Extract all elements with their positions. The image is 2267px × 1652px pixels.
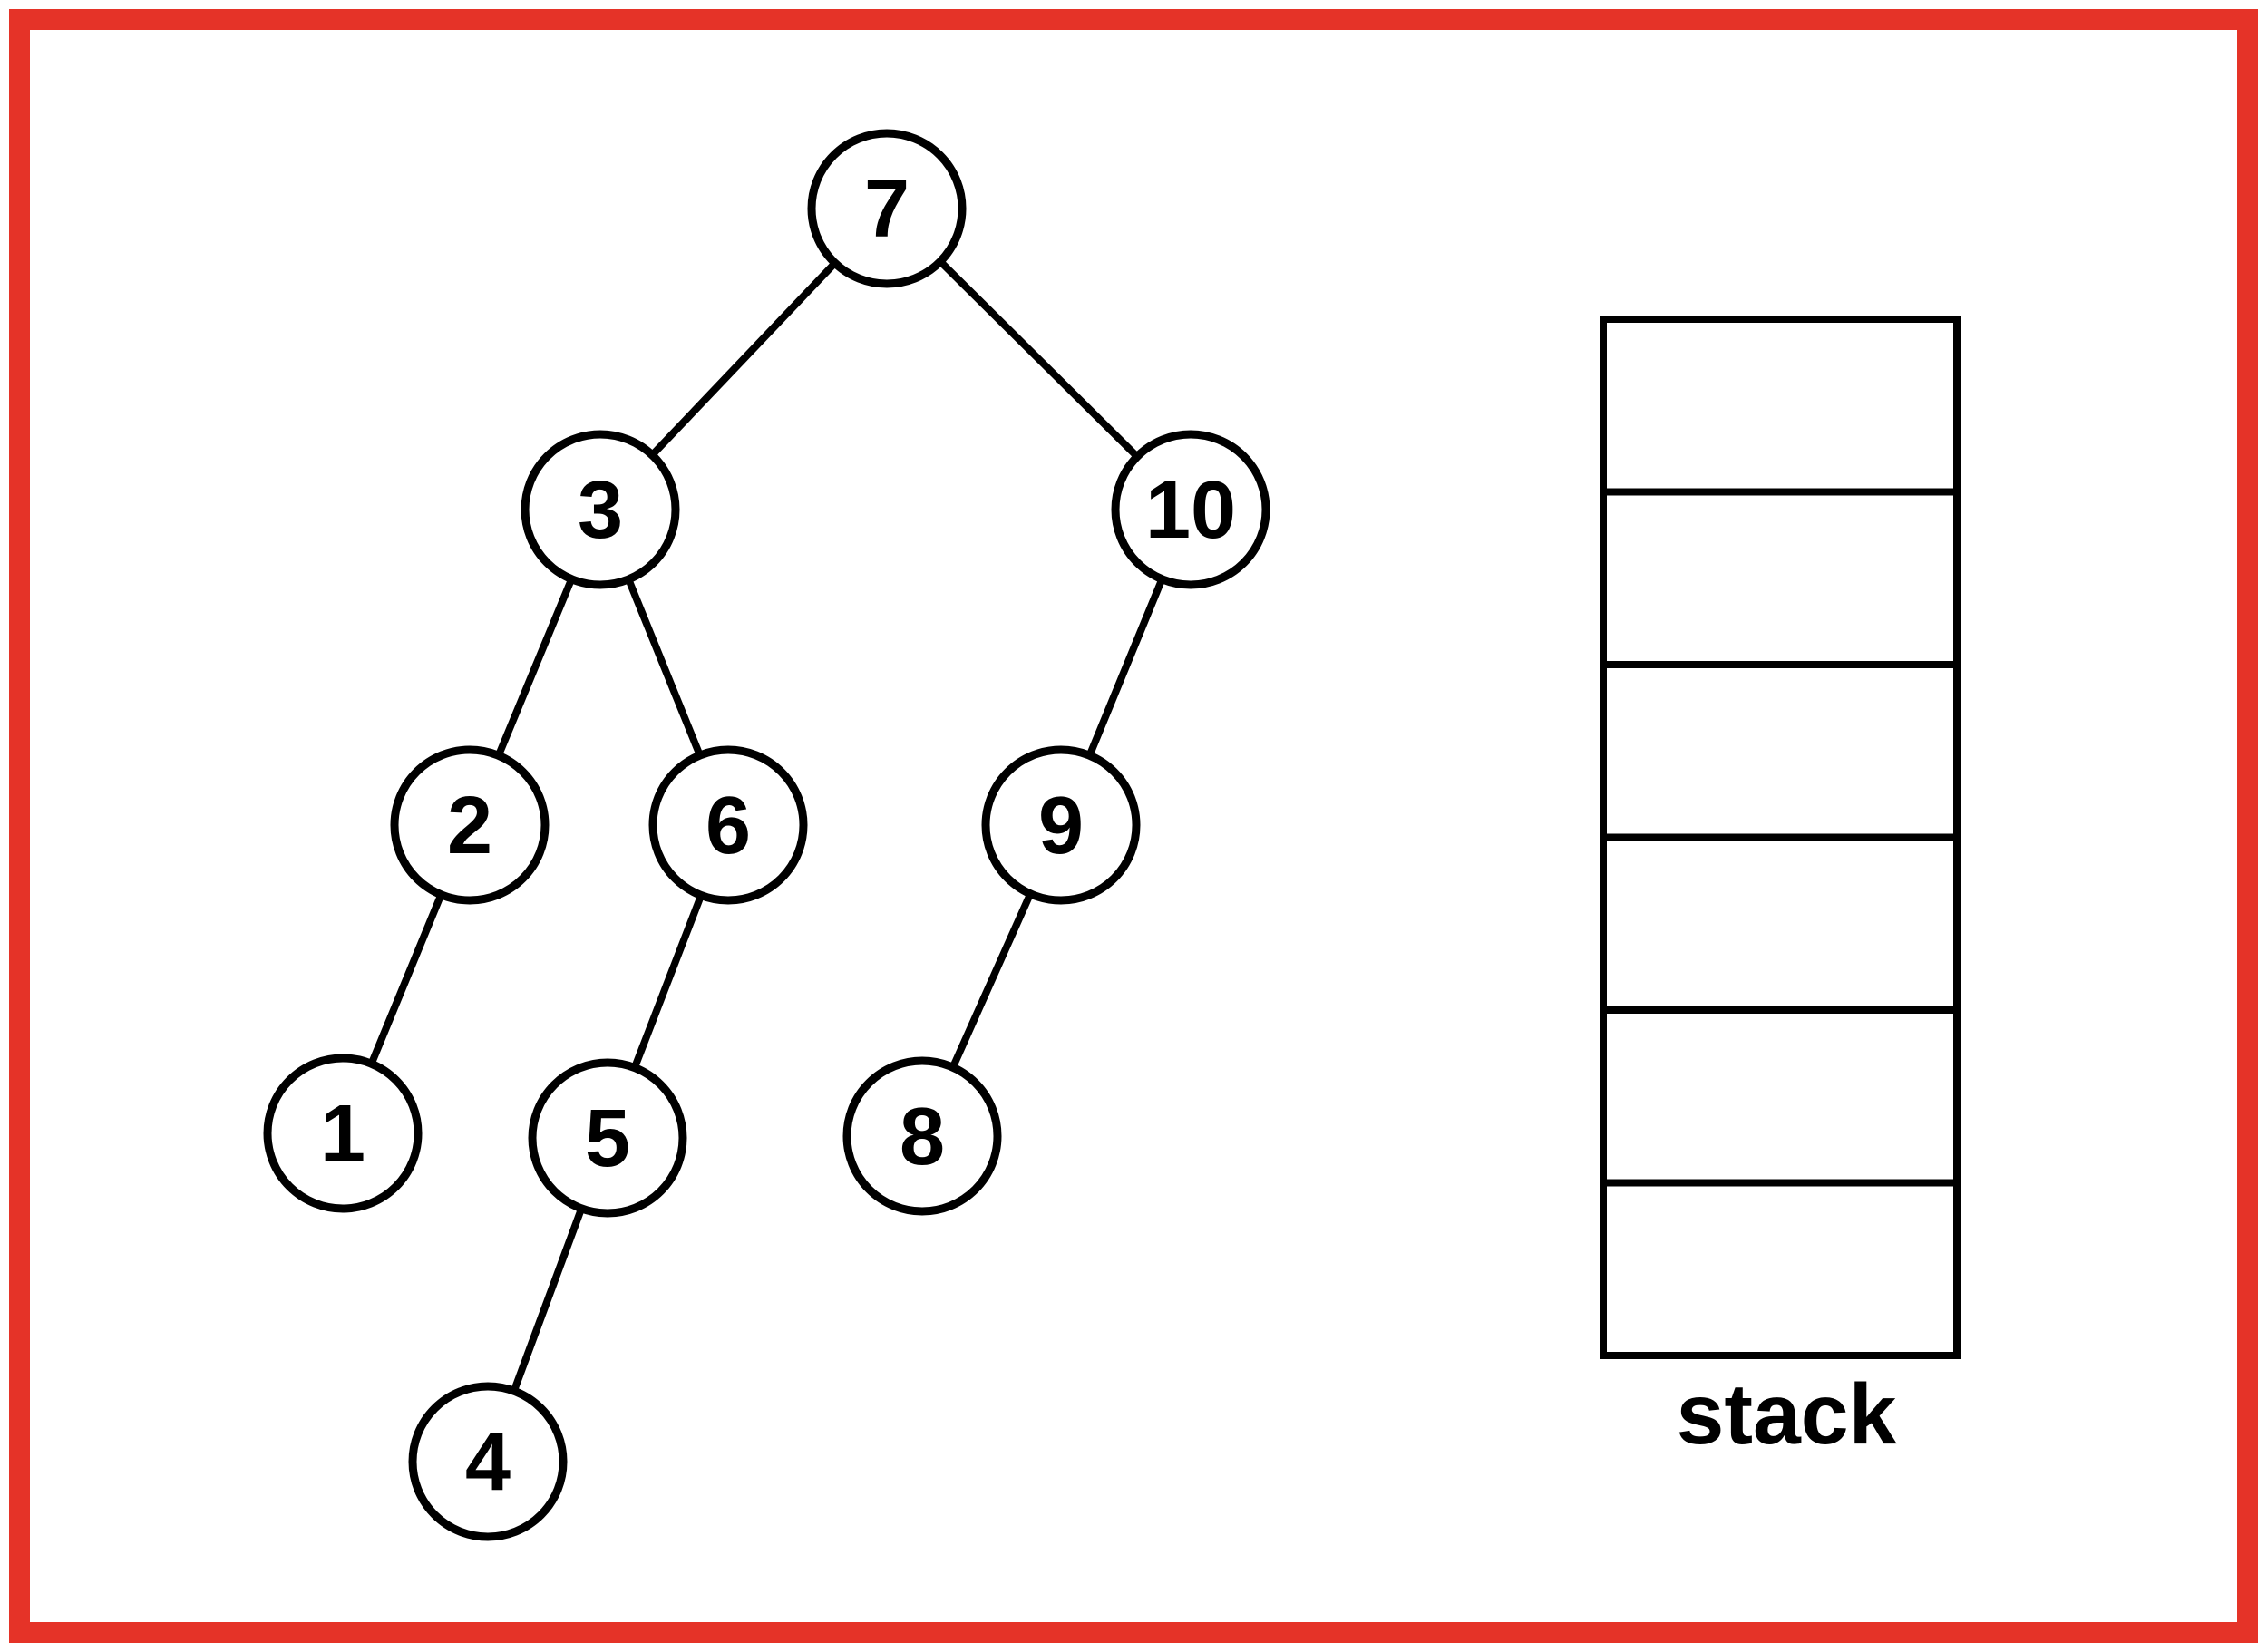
tree-node-1	[263, 1054, 423, 1213]
tree-node-label-1: 1	[320, 1089, 365, 1180]
tree-node-label-2: 2	[447, 781, 492, 871]
tree-node-5	[528, 1058, 687, 1218]
tree-node-10	[1111, 430, 1270, 589]
tree-node-label-4: 4	[465, 1417, 511, 1508]
tree-node-4	[408, 1382, 568, 1541]
tree-node-label-7: 7	[864, 164, 910, 255]
tree-node-3	[521, 430, 680, 589]
tree-node-label-9: 9	[1038, 781, 1084, 871]
tree-node-8	[842, 1056, 1002, 1216]
tree-node-7	[807, 129, 967, 288]
tree-node-2	[390, 745, 550, 905]
tree-node-label-8: 8	[900, 1092, 945, 1182]
tree-node-label-5: 5	[585, 1093, 630, 1184]
tree-node-label-10: 10	[1145, 465, 1236, 556]
tree-node-6	[648, 745, 808, 905]
tree-node-label-6: 6	[705, 781, 751, 871]
stack-structure	[1600, 316, 1961, 1359]
tree-node-9	[981, 745, 1141, 905]
tree-node-label-3: 3	[578, 465, 623, 556]
stack-label: stack	[1677, 1366, 1897, 1463]
tree-nodes: 7 3 10 2 6 9 1 5 8 4	[263, 129, 1270, 1541]
